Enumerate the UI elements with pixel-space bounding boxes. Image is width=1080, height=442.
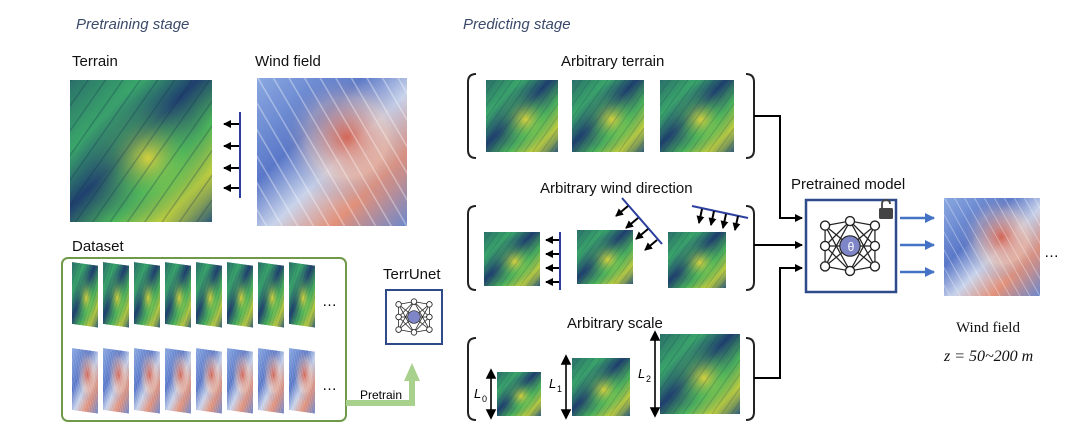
arbitrary-terrain-label: Arbitrary terrain <box>561 53 665 70</box>
output-ellipsis: … <box>1044 244 1059 261</box>
scale-terrain-large <box>660 334 740 414</box>
terrain-label: Terrain <box>72 53 118 70</box>
pretrained-model-label: Pretrained model <box>791 176 906 193</box>
pretrain-label: Pretrain <box>360 388 402 402</box>
pretrained-theta: θ <box>848 240 855 254</box>
direction-arrows-north <box>691 205 749 231</box>
scale-subscript-l2: 2 <box>646 374 651 384</box>
dataset-label: Dataset <box>72 238 124 255</box>
direction-arrows-northeast <box>615 197 663 251</box>
inflow-wind-arrows <box>223 112 241 198</box>
direction-terrain-1 <box>484 232 540 286</box>
dataset-wind-ellipsis: … <box>322 377 337 394</box>
pretrain-arrow <box>346 363 420 406</box>
height-formula: z = 50~200 m <box>944 348 1034 365</box>
arbitrary-wind-direction-label: Arbitrary wind direction <box>540 180 693 197</box>
output-wind-field-image <box>944 198 1040 296</box>
output-wind-field-label: Wind field <box>956 320 1020 336</box>
scale-subscript-l0: 0 <box>482 394 487 404</box>
predicting-stage-title: Predicting stage <box>463 16 571 33</box>
pretrain-wind-field-image <box>257 78 407 226</box>
dataset-wind-row <box>72 348 315 414</box>
arbitrary-terrain-1 <box>486 80 558 152</box>
scale-symbol-l2: L <box>638 366 645 381</box>
arbitrary-direction-bracket <box>467 205 755 291</box>
dataset-box <box>61 257 347 422</box>
direction-terrain-3 <box>668 232 726 288</box>
pretrain-terrain-image <box>70 80 212 222</box>
connectors-to-model <box>754 115 803 379</box>
arbitrary-terrain-3 <box>660 80 734 152</box>
lock-icon <box>879 199 893 219</box>
direction-terrain-2 <box>577 230 633 284</box>
terrunet-network-icon <box>395 298 433 336</box>
terrunet-label: TerrUnet <box>383 266 441 283</box>
scale-symbol-l1: L <box>549 376 556 391</box>
dataset-terrain-row <box>72 262 315 328</box>
output-arrows <box>900 213 935 277</box>
scale-bars <box>485 330 661 420</box>
scale-symbol-l0: L <box>474 386 481 401</box>
wind-field-label: Wind field <box>255 53 321 70</box>
scale-terrain-small <box>497 372 541 416</box>
direction-arrows-west <box>545 232 561 290</box>
dataset-terrain-ellipsis: … <box>322 293 337 310</box>
arbitrary-terrain-2 <box>572 80 644 152</box>
scale-terrain-medium <box>572 358 630 416</box>
arbitrary-scale-label: Arbitrary scale <box>567 315 663 332</box>
scale-subscript-l1: 1 <box>557 384 562 394</box>
pretraining-stage-title: Pretraining stage <box>76 16 190 33</box>
